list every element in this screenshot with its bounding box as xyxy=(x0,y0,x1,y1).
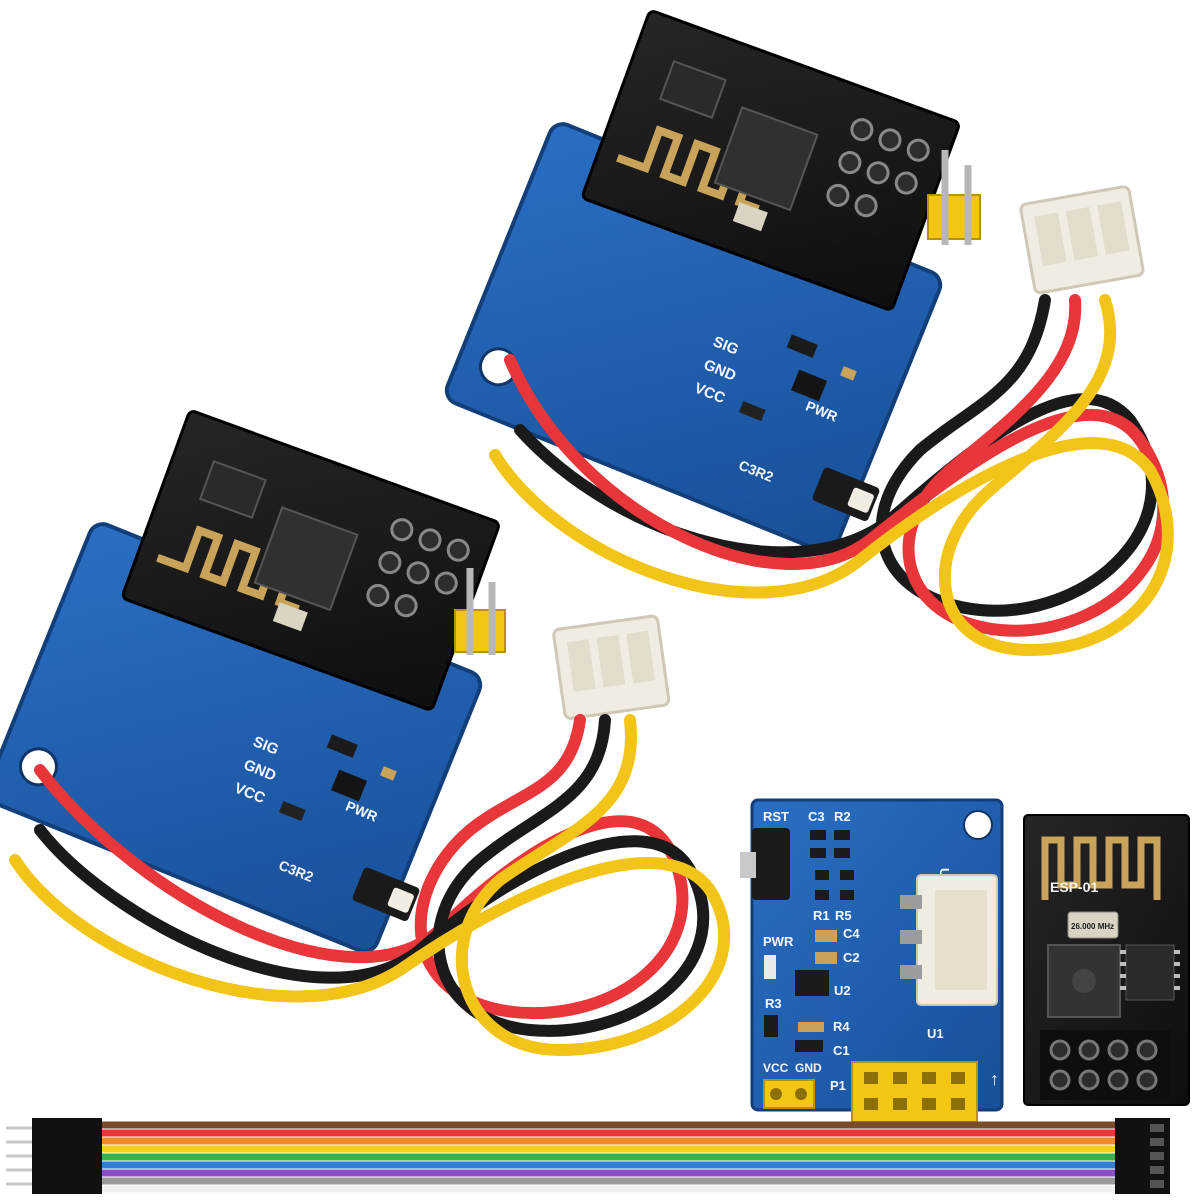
male-header-top xyxy=(927,150,981,245)
module-label: ESP-01 xyxy=(1050,879,1098,895)
label-c1: C1 xyxy=(833,1043,850,1058)
label-arrow: ↑ xyxy=(990,1069,999,1089)
label-r2: R2 xyxy=(834,809,851,824)
label-r5: R5 xyxy=(835,908,852,923)
label-gnd-flat: GND xyxy=(795,1061,822,1075)
adapter-board-flat: RST C3 R2 R1 R5 C4 C2 PWR U2 R3 R4 C1 U1… xyxy=(740,798,1004,1123)
label-c3: C3 xyxy=(808,809,825,824)
antenna-trace-icon xyxy=(1041,836,1161,900)
esp01-module-top xyxy=(581,10,960,311)
label-p1: P1 xyxy=(830,1078,846,1093)
label-r3: R3 xyxy=(765,996,782,1011)
male-header-flat xyxy=(763,1079,815,1109)
esp01-module-flat: ESP-01 26.000 MHz xyxy=(1023,814,1190,1106)
label-r1: R1 xyxy=(813,908,830,923)
wire-bundle-top xyxy=(489,294,1174,657)
jst-connector-middle xyxy=(552,614,671,720)
female-header-flat xyxy=(851,1061,978,1123)
dupont-ribbon-cable xyxy=(6,1118,1170,1194)
dupont-connectors-right xyxy=(1115,1118,1170,1194)
label-u2: U2 xyxy=(834,983,851,998)
label-c2: C2 xyxy=(843,950,860,965)
crystal-label: 26.000 MHz xyxy=(1071,922,1114,931)
jst-socket-flat xyxy=(900,874,998,1006)
label-rst: RST xyxy=(763,809,789,824)
label-vcc-flat: VCC xyxy=(763,1061,789,1075)
dupont-connectors-left xyxy=(6,1118,102,1194)
label-u1: U1 xyxy=(927,1026,944,1041)
label-r4: R4 xyxy=(833,1019,850,1034)
adapter-assembly-top: SIG GND VCC PWR C3R2 xyxy=(444,10,1174,657)
wire-bundle-middle xyxy=(9,714,731,1057)
male-header-middle xyxy=(454,568,506,655)
label-pwr-flat: PWR xyxy=(763,934,794,949)
adapter-assembly-middle: SIG GND VCC PWR C3R2 xyxy=(0,410,731,1057)
label-c4: C4 xyxy=(843,926,860,941)
rst-button xyxy=(752,828,790,900)
jst-connector-top xyxy=(1019,185,1145,295)
esp01-module-middle xyxy=(121,410,500,711)
